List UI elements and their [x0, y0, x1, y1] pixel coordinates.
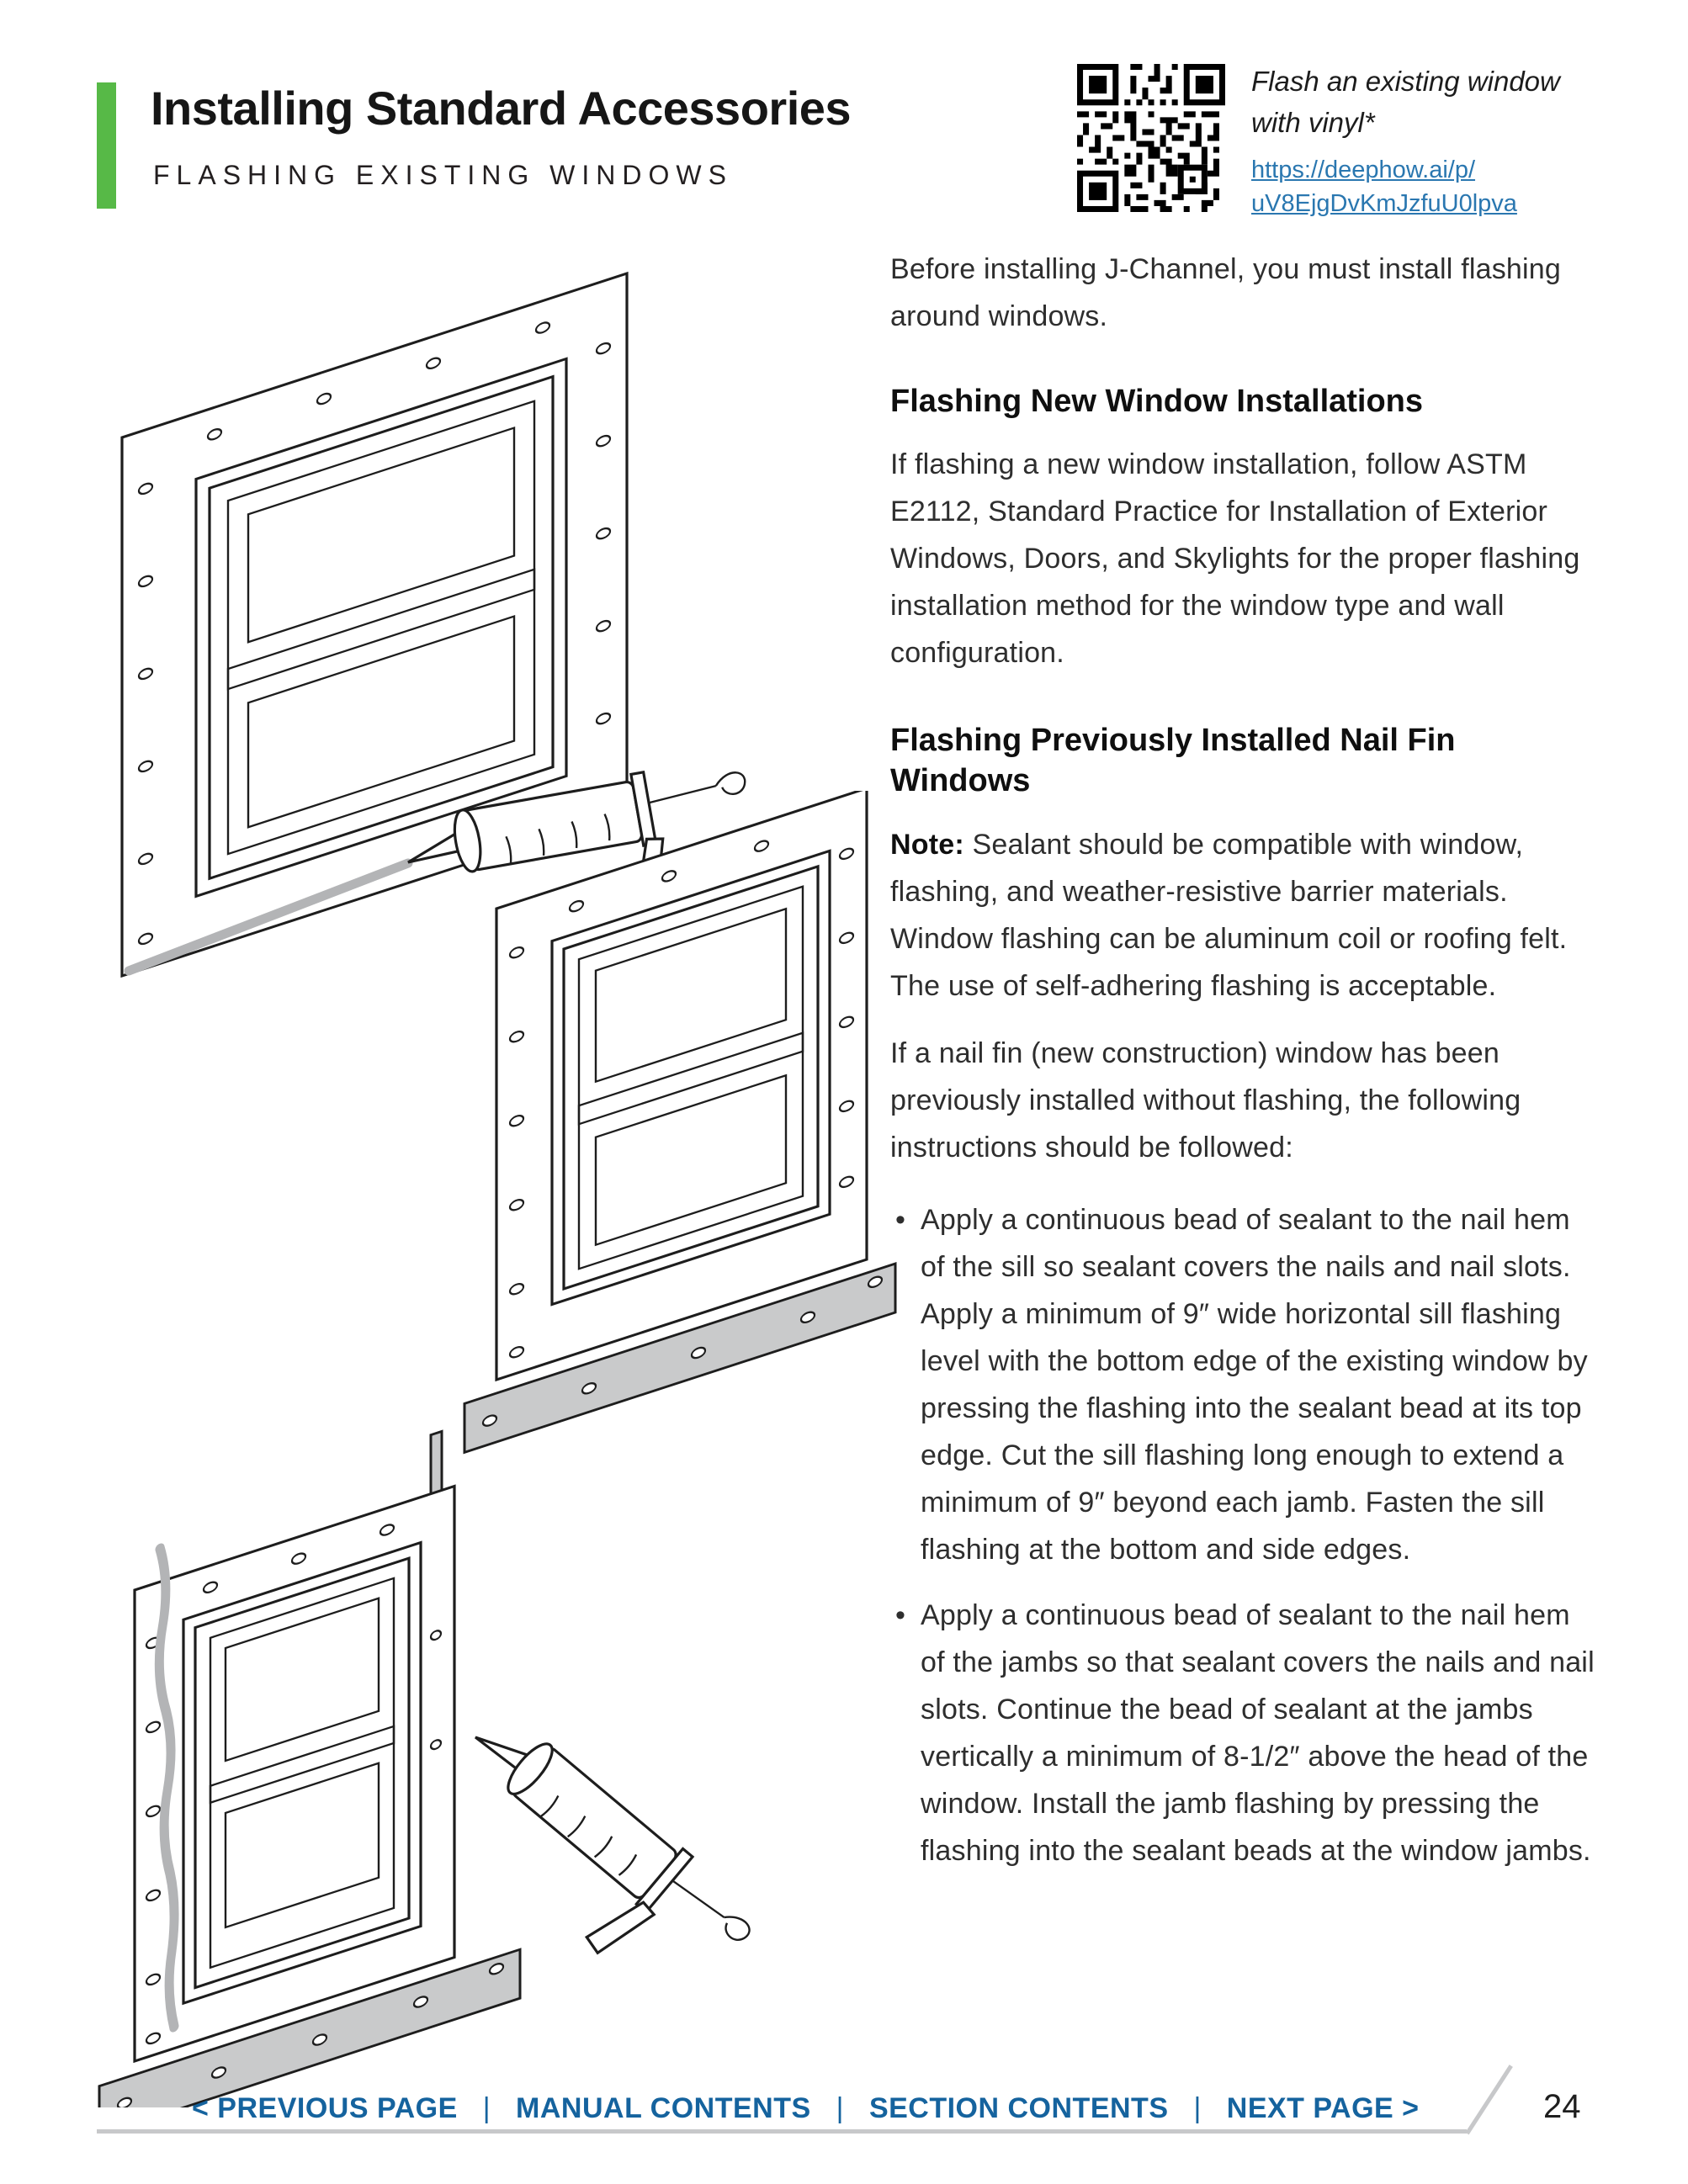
qr-url-link-line1[interactable]: https://deephow.ai/p/	[1251, 156, 1476, 183]
page-subtitle: FLASHING EXISTING WINDOWS	[153, 160, 733, 190]
page-number: 24	[1543, 2088, 1581, 2125]
footer-separator: |	[1193, 2092, 1202, 2124]
section2-body: If a nail fin (new construction) window …	[890, 1037, 1521, 1164]
section1-body: If flashing a new window installation, f…	[890, 448, 1580, 669]
next-page-link[interactable]: NEXT PAGE >	[1226, 2092, 1420, 2124]
note-label: Note:	[890, 829, 964, 861]
manual-contents-link[interactable]: MANUAL CONTENTS	[516, 2092, 811, 2124]
list-item: • Apply a continuous bead of sealant to …	[890, 1592, 1595, 1874]
page-title: Installing Standard Accessories	[151, 82, 852, 135]
qr-caption-line1: Flash an existing window	[1251, 66, 1560, 97]
caulk-gun-icon	[475, 1736, 751, 1955]
note-body: Sealant should be compatible with window…	[890, 829, 1568, 1002]
green-accent-bar	[97, 82, 116, 209]
sill-flashing-strip-bottom	[98, 1948, 522, 2107]
qr-caption: Flash an existing window with vinyl*	[1251, 61, 1560, 143]
footer-rule-slash	[1465, 2065, 1513, 2135]
illustration-window-caulk-gun-sill	[120, 271, 746, 978]
intro-paragraph: Before installing J-Channel, you must in…	[890, 253, 1561, 332]
qr-caption-line2: with vinyl*	[1251, 107, 1375, 138]
sealant-bead-jamb-left	[154, 1543, 179, 2033]
qr-code-icon	[1077, 64, 1225, 212]
list-item-text: Apply a continuous bead of sealant to th…	[921, 1204, 1588, 1566]
footer-separator: |	[836, 2092, 844, 2124]
footer-separator: |	[482, 2092, 491, 2124]
section-contents-link[interactable]: SECTION CONTENTS	[868, 2092, 1169, 2124]
previous-page-link[interactable]: < PREVIOUS PAGE	[192, 2092, 458, 2124]
note-paragraph: Note: Sealant should be compatible with …	[890, 821, 1595, 1010]
sill-flashing-strip	[463, 1262, 897, 1455]
bullet-icon: •	[895, 1599, 906, 1631]
article-column: Before installing J-Channel, you must in…	[890, 246, 1595, 1874]
section-heading-nail-fin: Flashing Previously Installed Nail Fin W…	[890, 723, 1456, 798]
footer-rule	[97, 2129, 1467, 2134]
list-item-text: Apply a continuous bead of sealant to th…	[921, 1599, 1595, 1867]
section-heading-new-window: Flashing New Window Installations	[890, 384, 1424, 419]
footer-nav: < PREVIOUS PAGE | MANUAL CONTENTS | SECT…	[192, 2092, 1420, 2125]
illustration-window-jamb-sealant	[98, 1429, 751, 2107]
illustration-window-sill-flashing	[463, 791, 897, 1455]
list-item: • Apply a continuous bead of sealant to …	[890, 1196, 1595, 1573]
qr-url-link-line2[interactable]: uV8EjgDvKmJzfuU0lpva	[1251, 190, 1517, 217]
qr-link-block: https://deephow.ai/p/ uV8EjgDvKmJzfuU0lp…	[1251, 153, 1517, 220]
bullet-icon: •	[895, 1204, 906, 1236]
instruction-list: • Apply a continuous bead of sealant to …	[890, 1196, 1595, 1874]
sealant-bead-sill	[124, 858, 413, 976]
